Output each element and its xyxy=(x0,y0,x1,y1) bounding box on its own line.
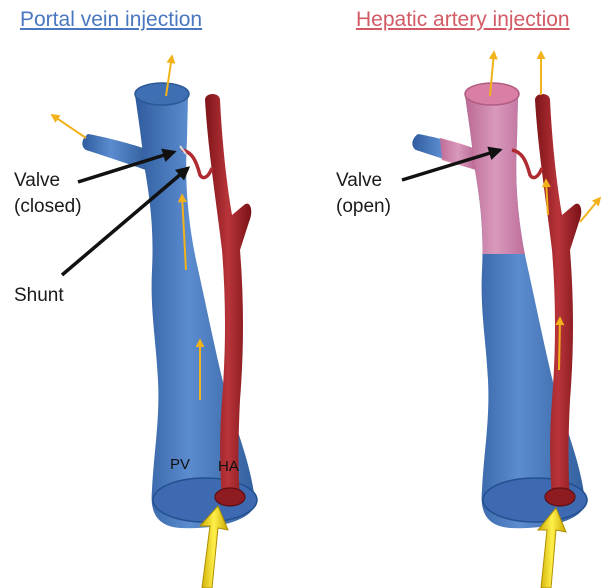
valve-open-label-line2: (open) xyxy=(336,194,391,220)
flow-arrow-ha-branch xyxy=(580,198,600,222)
left-panel-vessels xyxy=(52,56,257,588)
valve-open-label: Valve (open) xyxy=(336,168,391,220)
shunt-right xyxy=(512,150,542,178)
flow-arrow-branch xyxy=(52,115,86,138)
portal-vein-top xyxy=(135,83,189,105)
right-panel-title: Hepatic artery injection xyxy=(356,8,570,32)
shunt-label: Shunt xyxy=(14,283,64,309)
pv-label: PV xyxy=(170,456,190,473)
hepatic-artery-outlet-right xyxy=(545,488,575,506)
right-panel-vessels xyxy=(402,52,600,588)
valve-closed-label-line2: (closed) xyxy=(14,194,82,220)
ha-label: HA xyxy=(218,458,239,475)
flow-arrow-ha-mid xyxy=(559,318,560,370)
shunt xyxy=(182,150,212,178)
portal-vein-top-right xyxy=(465,83,519,105)
valve-open-label-line1: Valve xyxy=(336,168,391,194)
hepatic-artery-outlet xyxy=(215,488,245,506)
left-panel-title: Portal vein injection xyxy=(20,8,202,32)
contrast-region xyxy=(465,84,526,262)
valve-closed-label-line1: Valve xyxy=(14,168,82,194)
valve-closed-label: Valve (closed) xyxy=(14,168,82,220)
